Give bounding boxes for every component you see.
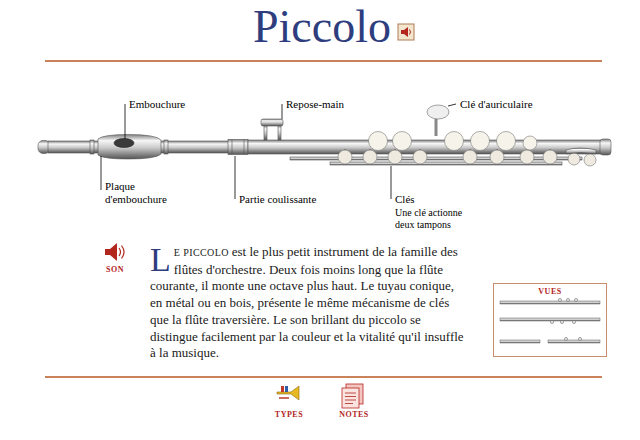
types-icon [277, 386, 299, 400]
leader-lines-part [125, 104, 126, 139]
piccolo-drawing-part-part [369, 132, 388, 151]
piccolo-drawing-part [338, 150, 557, 164]
leader-lines-part [282, 104, 283, 119]
notes-icon [342, 384, 363, 408]
piccolo-drawing-part-part [338, 150, 352, 164]
icon-label: SON [95, 265, 135, 275]
view-thumbnails-part [578, 337, 581, 340]
part-label: Partie coulissante [239, 193, 316, 206]
piccolo-drawing-part [566, 148, 596, 154]
piccolo-drawing-part [232, 140, 233, 155]
piccolo-drawing-part-part [523, 136, 537, 150]
piccolo-drawing-part [164, 140, 168, 154]
speaker-icon-part [398, 24, 414, 40]
piccolo-drawing-part [278, 125, 281, 140]
drop-cap: L [150, 246, 171, 274]
piccolo-drawing-part [244, 140, 245, 155]
piccolo-drawing-part [264, 125, 267, 140]
bottom-rule [45, 376, 602, 378]
types-icon-part [279, 397, 289, 399]
notes-icon-part [345, 393, 356, 404]
view-thumbnails-part [548, 340, 600, 343]
part-label: Clés [395, 193, 415, 206]
leader-lines-part [235, 156, 236, 199]
speaker-icon-part [105, 243, 117, 261]
piccolo-drawing-part-part [497, 132, 516, 151]
icon-label: NOTES [334, 410, 374, 420]
piccolo-drawing-part [600, 139, 611, 155]
view-thumbnails-part [564, 337, 567, 340]
piccolo-drawing-part [435, 119, 438, 136]
piccolo-drawing-part-part [463, 150, 477, 164]
piccolo-drawing-part [98, 135, 161, 160]
part-label: Embouchure [129, 98, 185, 111]
part-label: Clé d'auriculaire [460, 98, 533, 111]
piccolo-drawing-part-part [471, 132, 490, 151]
piccolo-drawing-part-part [520, 150, 534, 164]
piccolo-drawing-part-part [393, 132, 412, 151]
small-caps-text: E PICCOLO [174, 247, 229, 258]
piccolo-drawing-part [261, 119, 283, 126]
leader-lines-part [101, 156, 102, 190]
piccolo-drawing-part-part [445, 132, 464, 151]
view-thumbnails-part [560, 320, 563, 323]
leader-lines-part [391, 166, 392, 199]
speaker-icon-part [410, 30, 411, 35]
speaker-icon-part [401, 27, 408, 37]
piccolo-drawing-part [228, 140, 248, 155]
types-icon-part [277, 386, 299, 400]
piccolo-drawing-part-part [543, 150, 557, 164]
part-label: Repose-main [286, 98, 344, 111]
view-thumbnails [500, 298, 600, 343]
speaker-icon [398, 24, 414, 40]
view-thumbnails-part [550, 320, 553, 323]
part-note: Une clé actionne deux tampons [395, 207, 481, 231]
speaker-icon [105, 243, 124, 261]
leader-lines [101, 104, 456, 199]
part-label: Plaque d'embouchure [105, 180, 177, 206]
piccolo-drawing [38, 105, 611, 166]
description-paragraph: LE PICCOLOest le plus petit instrument d… [150, 244, 468, 362]
types-icon-part [285, 386, 288, 392]
view-thumbnails-part [500, 301, 600, 304]
piccolo-drawing-part [290, 157, 582, 160]
view-thumbnails-part [572, 320, 575, 323]
piccolo-drawing-part [584, 154, 596, 166]
view-thumbnails-part [558, 298, 561, 301]
views-box: VUES [493, 283, 607, 357]
piccolo-drawing-part [114, 139, 134, 148]
leader-lines-part [448, 104, 456, 106]
box-heading: VUES [494, 284, 606, 297]
piccolo-drawing-part [568, 153, 580, 165]
view-thumbnails-part [500, 340, 540, 343]
speaker-icon-part [119, 246, 124, 259]
piccolo-drawing-part [427, 105, 449, 119]
icon-label: TYPES [269, 410, 309, 420]
top-rule [45, 60, 602, 62]
piccolo-drawing-part-part [363, 150, 377, 164]
piccolo-drawing-part-part [388, 150, 402, 164]
body-text: est le plus petit instrument de la famil… [150, 244, 464, 360]
view-thumbnails-part [574, 298, 577, 301]
piccolo-drawing-part [369, 132, 538, 151]
types-icon-part [281, 386, 284, 392]
view-thumbnails-part [566, 298, 569, 301]
piccolo-drawing-part [90, 140, 94, 154]
notes-icon-part [342, 388, 359, 408]
view-thumbnails-part [500, 318, 600, 321]
piccolo-drawing-part-part [413, 150, 427, 164]
page-title: Piccolo [222, 1, 422, 53]
piccolo-drawing-part-part [490, 150, 504, 164]
